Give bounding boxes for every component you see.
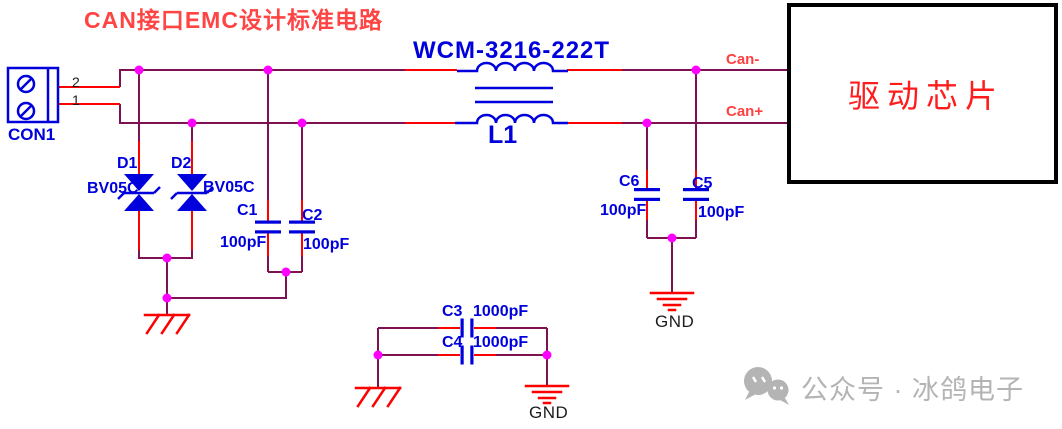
con1-connector-symbol: [6, 66, 60, 124]
c5-value-label: 100pF: [698, 204, 745, 221]
c5-ref-label: C5: [692, 175, 713, 192]
c2-ref-label: C2: [302, 207, 323, 224]
d1-value-label: BV05C: [87, 180, 139, 197]
driver-chip-box: 驱动芯片: [787, 3, 1058, 184]
d2-ref-label: D2: [171, 155, 192, 172]
net-can-minus-label: Can-: [726, 51, 760, 68]
c4-ref-label: C4: [442, 334, 463, 351]
c4-value-label: 1000pF: [473, 334, 529, 351]
earth-ground-symbol-bottom: [524, 384, 570, 405]
choke-ref-label: L1: [488, 121, 518, 149]
schematic-title: CAN接口EMC设计标准电路: [84, 7, 383, 33]
c6-ref-label: C6: [619, 173, 640, 190]
choke-part-number-label: WCM-3216-222T: [413, 37, 611, 64]
c2-value-label: 100pF: [303, 236, 350, 253]
pin-stubs-group: [58, 69, 697, 356]
watermark-text: 公众号 · 冰鸽电子: [801, 374, 1024, 405]
capacitor-c1-symbol: [255, 220, 281, 234]
connector-ref-label: CON1: [8, 125, 56, 144]
d2-value-label: BV05C: [203, 179, 255, 196]
earth-ground-symbol-right: [649, 291, 695, 312]
driver-chip-label: 驱动芯片: [847, 77, 1004, 114]
c3-value-label: 1000pF: [473, 303, 529, 320]
c6-value-label: 100pF: [600, 202, 647, 219]
chassis-ground-symbol-left: [143, 313, 191, 335]
d1-ref-label: D1: [117, 155, 138, 172]
pin-1-label: 1: [72, 92, 80, 108]
gnd-label-right: GND: [655, 312, 695, 331]
watermark: 公众号 · 冰鸽电子: [741, 364, 1024, 410]
gnd-label-bottom: GND: [529, 403, 569, 422]
junction-dots: [134, 65, 701, 360]
wechat-icon: [744, 367, 789, 405]
c3-ref-label: C3: [442, 303, 463, 320]
common-mode-choke-symbol: [455, 61, 568, 125]
c1-ref-label: C1: [237, 202, 258, 219]
net-can-plus-label: Can+: [726, 103, 764, 120]
chassis-ground-symbol-bottom: [354, 386, 402, 408]
pin-2-label: 2: [72, 74, 80, 90]
c1-value-label: 100pF: [220, 234, 267, 251]
